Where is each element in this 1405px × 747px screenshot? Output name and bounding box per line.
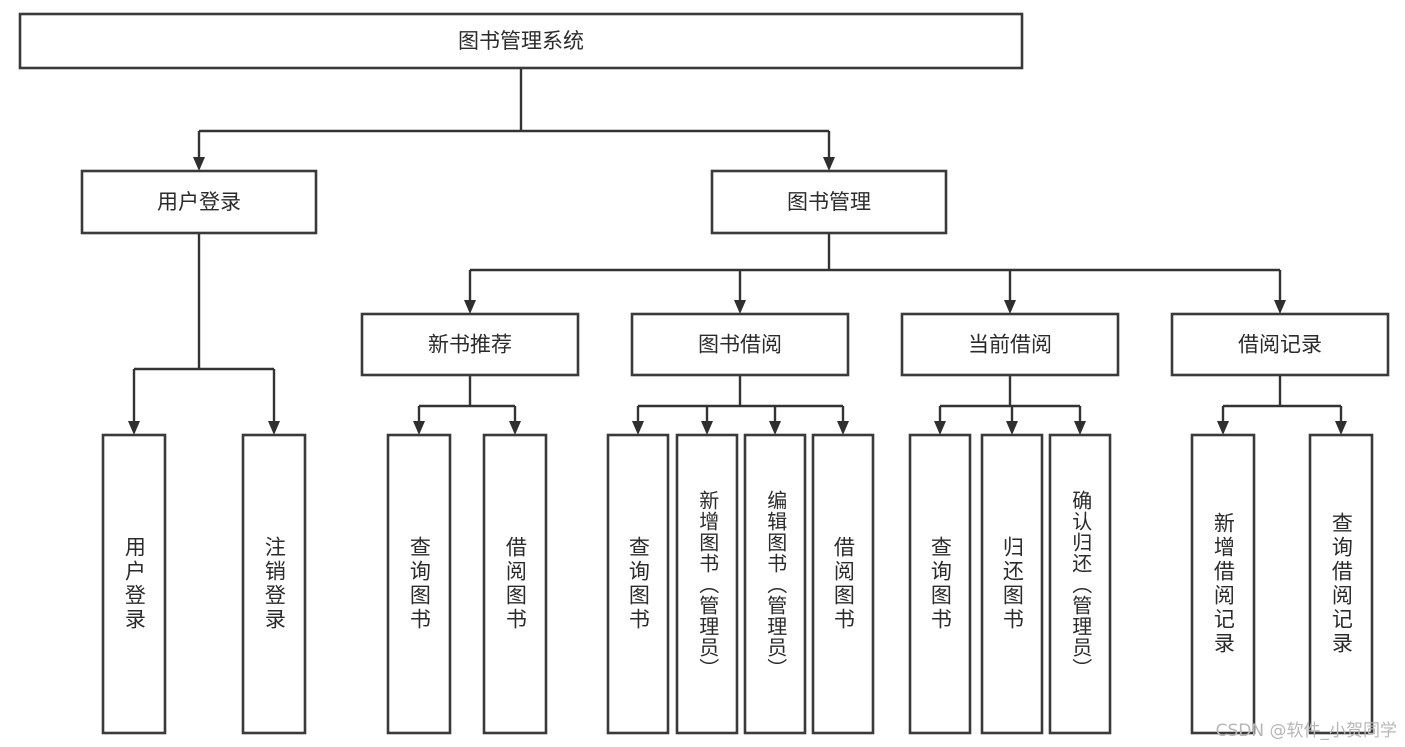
node-root-rect[interactable] xyxy=(18,12,1024,70)
node-leaf-10[interactable] xyxy=(1048,433,1112,735)
node-leaf-2[interactable] xyxy=(386,433,452,735)
node-level3-2-label: 当前借阅 xyxy=(968,333,1052,357)
node-level2-1[interactable] xyxy=(710,169,948,235)
node-leaf-1[interactable] xyxy=(241,433,307,735)
node-leaf-5-rect[interactable] xyxy=(675,433,739,735)
node-level2-0[interactable] xyxy=(80,169,318,235)
node-level3-3-label: 借阅记录 xyxy=(1238,333,1322,357)
node-level2-1-rect[interactable] xyxy=(710,169,948,235)
edge-borrow-children-arrowhead-0 xyxy=(632,421,644,435)
node-leaf-2-rect[interactable] xyxy=(386,433,452,735)
node-leaf-8-rect[interactable] xyxy=(908,433,972,735)
node-leaf-0-rect[interactable] xyxy=(101,433,167,735)
node-leaf-10-rect[interactable] xyxy=(1048,433,1112,735)
node-leaf-7[interactable] xyxy=(811,433,875,735)
edge-borrow-children-arrowhead-1 xyxy=(701,421,713,435)
node-level3-2-rect[interactable] xyxy=(900,312,1120,377)
edge-book-mgmt-children-arrowhead-0 xyxy=(464,300,476,314)
node-leaf-12-rect[interactable] xyxy=(1308,433,1374,735)
node-leaf-6[interactable] xyxy=(743,433,807,735)
node-leaf-5[interactable] xyxy=(675,433,739,735)
edge-book-mgmt-children xyxy=(464,233,1286,314)
node-root-label: 图书管理系统 xyxy=(458,29,584,53)
node-level3-0[interactable] xyxy=(360,312,580,377)
edge-new-book-children-arrowhead-1 xyxy=(509,421,521,435)
node-leaf-1-rect[interactable] xyxy=(241,433,307,735)
node-leaf-7-rect[interactable] xyxy=(811,433,875,735)
edge-current-children-arrowhead-2 xyxy=(1074,421,1086,435)
edge-borrow-children-arrowhead-3 xyxy=(837,421,849,435)
node-level3-0-label: 新书推荐 xyxy=(428,333,512,357)
edge-root-to-level2 xyxy=(193,68,835,171)
node-leaf-9[interactable] xyxy=(980,433,1044,735)
node-level3-3[interactable] xyxy=(1170,312,1390,377)
edge-new-book-children-arrowhead-0 xyxy=(413,421,425,435)
edge-book-mgmt-children-arrowhead-3 xyxy=(1274,300,1286,314)
node-level3-2[interactable] xyxy=(900,312,1120,377)
node-leaf-11-rect[interactable] xyxy=(1190,433,1256,735)
edge-record-children-arrowhead-1 xyxy=(1335,421,1347,435)
node-leaf-9-rect[interactable] xyxy=(980,433,1044,735)
node-leaf-0[interactable] xyxy=(101,433,167,735)
edge-current-children-arrowhead-0 xyxy=(934,421,946,435)
edge-current-children xyxy=(934,375,1086,435)
node-level3-1-label: 图书借阅 xyxy=(698,333,782,357)
edge-current-children-arrowhead-1 xyxy=(1006,421,1018,435)
node-root[interactable] xyxy=(18,12,1024,70)
watermark-text: CSDN @软件_小贺同学 xyxy=(1215,721,1397,741)
node-level3-1-rect[interactable] xyxy=(630,312,850,377)
node-level3-3-rect[interactable] xyxy=(1170,312,1390,377)
node-level2-0-label: 用户登录 xyxy=(157,190,241,214)
edge-new-book-children xyxy=(413,375,521,435)
edge-record-children xyxy=(1217,375,1347,435)
node-leaf-8[interactable] xyxy=(908,433,972,735)
edge-record-children-arrowhead-0 xyxy=(1217,421,1229,435)
node-leaf-12[interactable] xyxy=(1308,433,1374,735)
node-leaf-4[interactable] xyxy=(606,433,670,735)
edge-book-mgmt-children-arrowhead-1 xyxy=(734,300,746,314)
node-leaf-4-rect[interactable] xyxy=(606,433,670,735)
node-level3-0-rect[interactable] xyxy=(360,312,580,377)
edge-root-to-level2-arrowhead-1 xyxy=(823,157,835,171)
node-leaf-6-rect[interactable] xyxy=(743,433,807,735)
edge-borrow-children xyxy=(632,375,849,435)
edge-book-mgmt-children-arrowhead-2 xyxy=(1004,300,1016,314)
node-level2-1-label: 图书管理 xyxy=(787,190,871,214)
connector-edges xyxy=(128,68,1347,435)
edge-user-login-children-arrowhead-1 xyxy=(268,421,280,435)
node-leaf-11[interactable] xyxy=(1190,433,1256,735)
node-leaf-3-rect[interactable] xyxy=(482,433,548,735)
node-level3-1[interactable] xyxy=(630,312,850,377)
edge-user-login-children-arrowhead-0 xyxy=(128,421,140,435)
node-level2-0-rect[interactable] xyxy=(80,169,318,235)
edge-root-to-level2-arrowhead-0 xyxy=(193,157,205,171)
edge-user-login-children xyxy=(128,233,280,435)
node-leaf-3[interactable] xyxy=(482,433,548,735)
edge-borrow-children-arrowhead-2 xyxy=(769,421,781,435)
